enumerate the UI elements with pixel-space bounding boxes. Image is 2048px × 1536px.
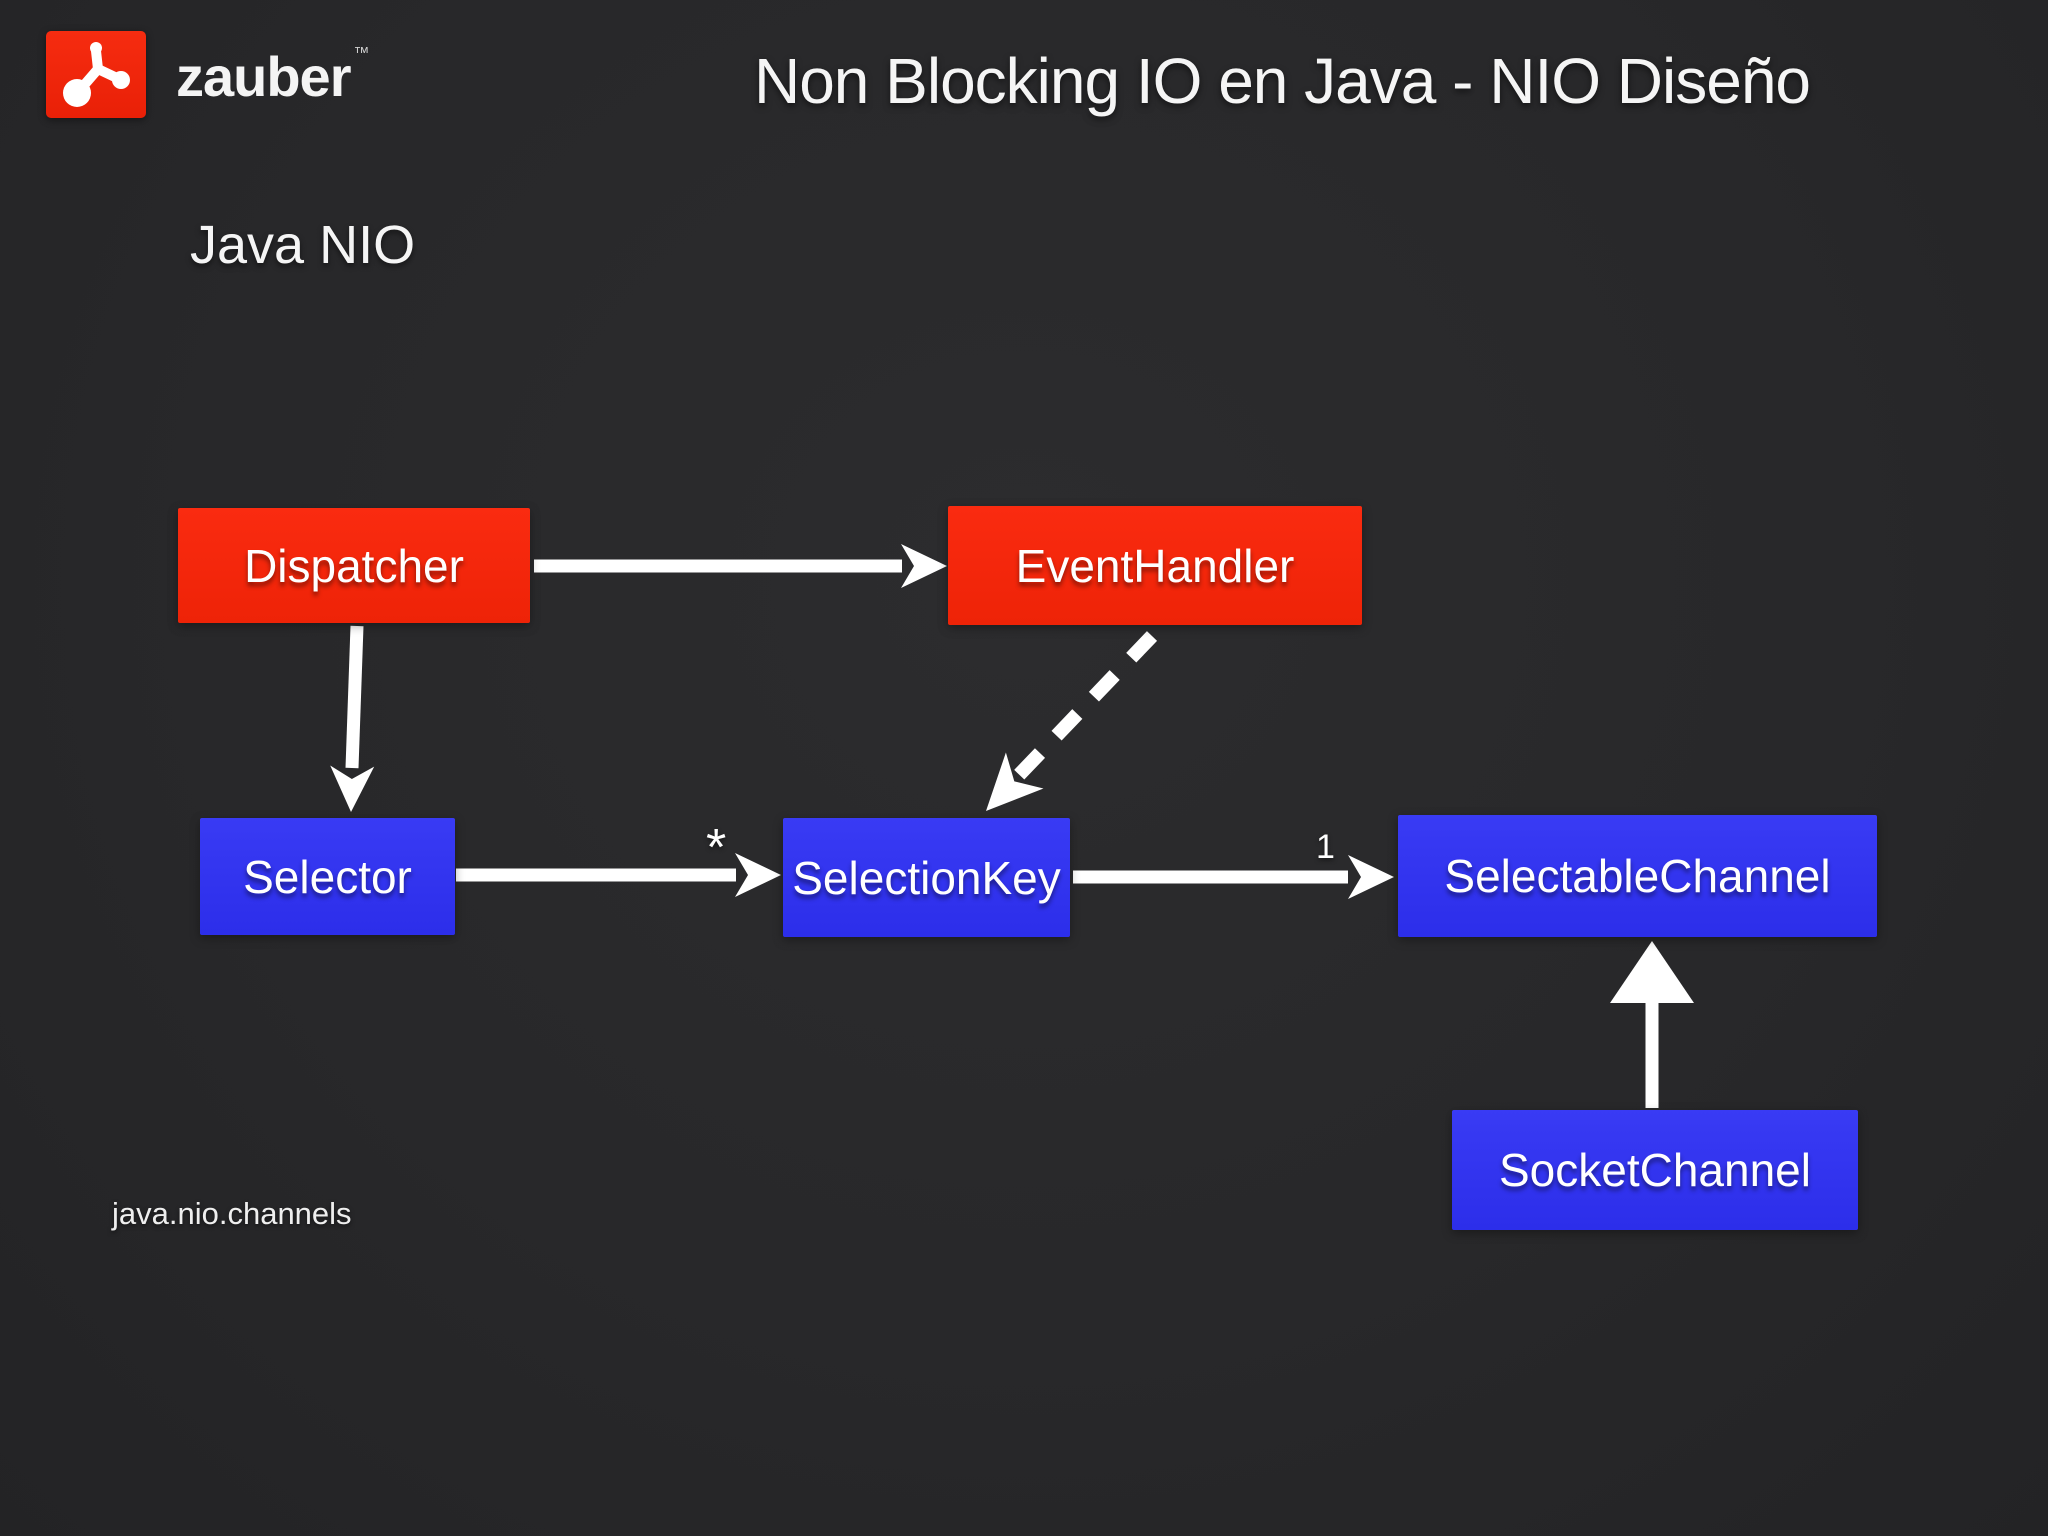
arrow-dispatcher-selector [330, 625, 375, 812]
node-label: SelectableChannel [1444, 850, 1831, 902]
node-label: EventHandler [1015, 539, 1295, 592]
arrow-eventhandler-selectionkey [986, 631, 1158, 811]
node-eventhandler: EventHandler [948, 506, 1362, 625]
arrow-selectionkey-selectablechannel [1073, 855, 1394, 899]
slide-title: Non Blocking IO en Java - NIO Diseño [753, 45, 1811, 117]
multiplicity-star-label: * [706, 819, 727, 877]
arrow-socketchannel-selectablechannel [1610, 941, 1694, 1108]
node-label: Dispatcher [244, 539, 464, 592]
molecule-icon [63, 42, 130, 107]
node-label: SocketChannel [1499, 1144, 1811, 1196]
zauber-logo [46, 31, 146, 118]
package-label: java.nio.channels [112, 1196, 352, 1231]
trademark-symbol: ™ [353, 45, 370, 62]
node-selectablechannel: SelectableChannel [1398, 815, 1877, 937]
multiplicity-one-label: 1 [1316, 828, 1335, 866]
node-label: SelectionKey [792, 851, 1061, 904]
node-dispatcher: Dispatcher [178, 508, 530, 623]
node-label: Selector [243, 850, 412, 903]
node-selector: Selector [200, 818, 455, 935]
node-selectionkey: SelectionKey [783, 818, 1070, 937]
section-label: Java NIO [190, 215, 416, 275]
node-socketchannel: SocketChannel [1452, 1110, 1858, 1230]
arrow-selector-selectionkey [456, 853, 781, 897]
arrow-dispatcher-eventhandler [534, 544, 947, 588]
brand-name: zauber [176, 45, 351, 108]
